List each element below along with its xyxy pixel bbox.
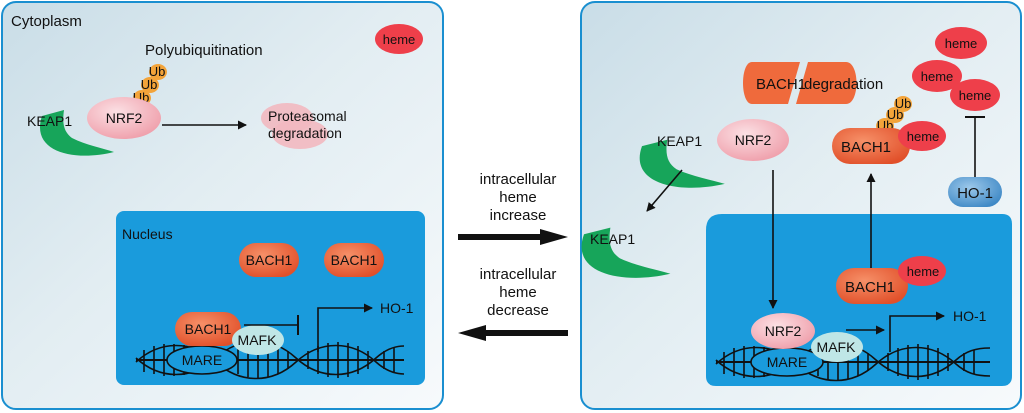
heme-blob <box>950 79 1000 111</box>
nrf2-blob <box>717 119 789 161</box>
nrf2-label: NRF2 <box>735 132 772 148</box>
heme-label: heme <box>959 88 992 103</box>
decrease-arrow <box>458 325 568 341</box>
increase-label-line3: increase <box>490 207 547 224</box>
right-panel: heme heme heme BACH1 degradation Ub Ub U… <box>580 1 1022 410</box>
heme-blob <box>898 121 946 151</box>
heme-label: heme <box>383 32 416 47</box>
bach1-bound-label: BACH1 <box>185 321 232 337</box>
proteasomal-label: Proteasomal <box>268 108 347 124</box>
ubiquitin-chain: Ub Ub Ub <box>133 64 167 106</box>
bach1-degraded-label: BACH1 <box>756 76 806 93</box>
ub-label: Ub <box>887 107 904 122</box>
mafk-blob <box>811 332 863 362</box>
degradation-label: degradation <box>268 125 342 141</box>
ho1-transcription-arrow <box>889 311 945 352</box>
bach1-blob <box>239 243 299 277</box>
bach1-heme-blob <box>836 268 908 304</box>
ho1-gene-label: HO-1 <box>953 308 987 324</box>
heme-label: heme <box>907 129 940 144</box>
bach1-fragment <box>743 62 800 104</box>
bach1-label: BACH1 <box>246 252 293 268</box>
cytoplasm-label: Cytoplasm <box>11 13 82 30</box>
nucleus-label: Nucleus <box>122 226 173 242</box>
mafk-label: MAFK <box>817 339 857 355</box>
bach1-blob <box>324 243 384 277</box>
left-panel: Cytoplasm heme Polyubiquitination Ub Ub … <box>1 1 444 410</box>
ho1-gene-label: HO-1 <box>380 300 414 316</box>
decrease-label-line2: heme <box>499 284 537 301</box>
heme-blob <box>935 27 987 59</box>
keap1-free-label: KEAP1 <box>590 231 635 247</box>
ub-label: Ub <box>149 64 166 79</box>
bach1-label: BACH1 <box>331 252 378 268</box>
bach1-fragment <box>796 62 857 104</box>
ho1-transcription-arrow <box>317 303 373 352</box>
heme-blob <box>898 256 946 286</box>
mafk-label: MAFK <box>238 332 278 348</box>
increase-label-line2: heme <box>499 189 537 206</box>
mare-label: MARE <box>767 354 807 370</box>
keap1-label: KEAP1 <box>27 113 72 129</box>
heme-blob <box>912 60 962 92</box>
bach1-bound-blob <box>175 312 241 346</box>
heme-label: heme <box>921 69 954 84</box>
increase-arrow <box>458 229 568 245</box>
heme-label: heme <box>945 36 978 51</box>
increase-label-line1: intracellular <box>480 171 557 188</box>
proteasome-blob <box>261 103 328 149</box>
ub-label: Ub <box>141 77 158 92</box>
ho1-protein-label: HO-1 <box>957 185 993 202</box>
mare-label: MARE <box>182 352 222 368</box>
nrf2-blob <box>87 97 161 139</box>
transition-arrows: intracellular heme increase intracellula… <box>458 171 568 341</box>
bach1-label: BACH1 <box>841 139 891 156</box>
decrease-label-line3: decrease <box>487 302 549 319</box>
keap1-release-arrow <box>646 169 683 212</box>
mafk-blob <box>232 325 284 355</box>
heme-label: heme <box>907 264 940 279</box>
polyubiquitination-label: Polyubiquitination <box>145 42 263 59</box>
degradation-label: degradation <box>804 76 883 93</box>
nrf2-label: NRF2 <box>106 110 143 126</box>
ubiquitin-chain: Ub Ub Ub <box>876 96 912 134</box>
ho1-protein-blob <box>948 177 1002 207</box>
keap1-label: KEAP1 <box>657 133 702 149</box>
decrease-label-line1: intracellular <box>480 266 557 283</box>
nrf2-bound-label: NRF2 <box>765 323 802 339</box>
bach1-label: BACH1 <box>845 279 895 296</box>
nrf2-bound-blob <box>751 313 815 349</box>
ub-label: Ub <box>895 96 912 111</box>
bach1-heme-blob <box>832 128 910 164</box>
heme-blob <box>375 24 423 54</box>
